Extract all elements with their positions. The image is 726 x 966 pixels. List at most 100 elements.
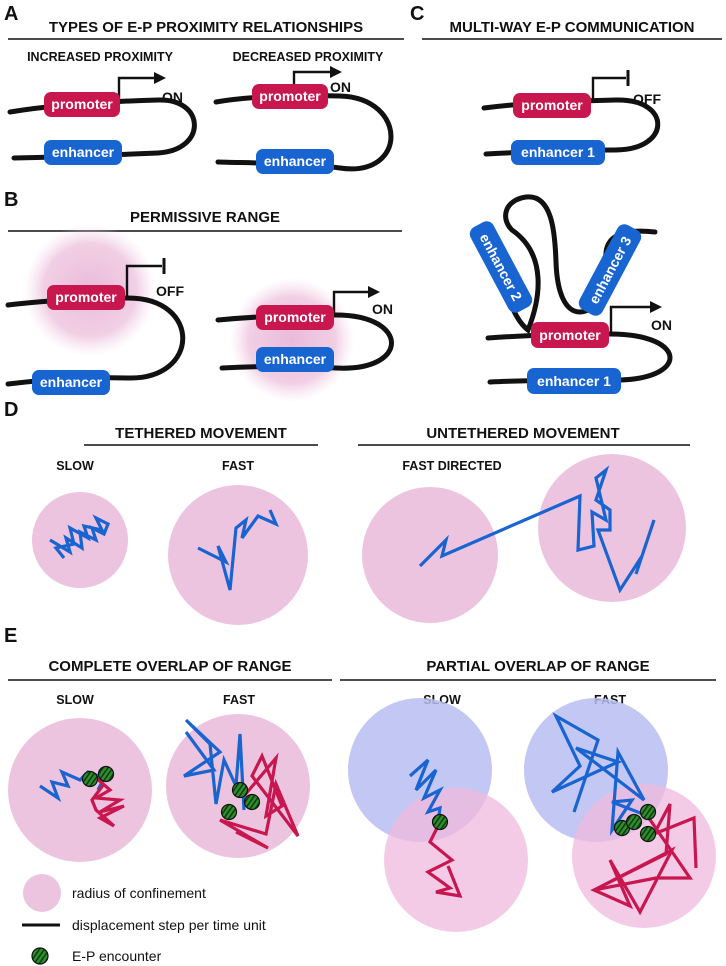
panel-letter-d: D <box>4 399 18 421</box>
legend-range-swatch <box>23 874 61 912</box>
walk-promoter <box>90 774 126 828</box>
tss-arrow <box>125 264 162 298</box>
sub-fast-d: FAST <box>222 459 254 473</box>
enhancer-2-group: enhancer 2 <box>469 221 533 313</box>
state-on: ON <box>372 301 393 317</box>
enhancer-label: enhancer <box>264 351 327 367</box>
dna-loop <box>497 194 658 334</box>
range-partial-slow-promoter <box>384 788 528 932</box>
promoter-label: promoter <box>264 309 326 325</box>
enhancer-3-group: enhancer 3 <box>578 224 642 316</box>
panel-letter-a: A <box>4 3 18 25</box>
range-untethered-end <box>538 454 686 602</box>
promoter-label: promoter <box>55 289 117 305</box>
encounter-marker <box>431 813 449 831</box>
state-on: ON <box>651 317 672 333</box>
walk-promoter <box>590 803 698 916</box>
enhancer-2-box <box>469 221 533 313</box>
header-multiway: MULTI-WAY E-P COMMUNICATION <box>450 19 695 36</box>
enhancer-label: enhancer <box>52 144 115 160</box>
promoter-box <box>44 92 120 117</box>
walk-fast-tethered <box>197 509 280 591</box>
tss-arrow <box>117 76 154 100</box>
enhancer-1-box <box>527 368 621 394</box>
sub-increased: INCREASED PROXIMITY <box>27 50 174 64</box>
state-on: ON <box>330 79 351 95</box>
legend-encounter-swatch <box>31 947 49 965</box>
encounter-marker <box>639 803 657 821</box>
encounter-marker <box>231 781 249 799</box>
walk-promoter <box>424 821 463 899</box>
sub-fast-directed: FAST DIRECTED <box>402 459 501 473</box>
range-complete-slow <box>8 718 152 862</box>
walk-enhancer <box>550 712 652 836</box>
diagram-increased-proximity: ON promoter enhancer <box>7 72 197 165</box>
encounter-marker <box>243 793 261 811</box>
legend: radius of confinement displacement step … <box>22 874 266 965</box>
walk-fast-directed <box>418 465 656 594</box>
state-off: OFF <box>633 91 661 107</box>
tss-arrow <box>332 290 368 315</box>
arrow-head <box>330 66 342 78</box>
promoter-box <box>47 285 125 310</box>
diagram-multiway-on: ON enhancer 2 enhancer 3 promoter enhanc… <box>469 194 673 394</box>
enhancer-1-box <box>511 140 605 165</box>
walk-enhancer <box>408 758 444 823</box>
walk-enhancer <box>183 718 246 811</box>
header-permissive: PERMISSIVE RANGE <box>130 209 280 226</box>
encounter-marker <box>625 813 643 831</box>
diagram-permissive-off: OFF promoter enhancer <box>5 224 186 395</box>
promoter-label: promoter <box>51 96 113 112</box>
enhancer-1-label: enhancer 1 <box>537 373 611 389</box>
diagram-decreased-proximity: ON promoter enhancer <box>213 66 394 174</box>
enhancer-3-box <box>578 224 642 316</box>
panel-letter-b: B <box>4 189 18 211</box>
sub-slow-e1: SLOW <box>56 693 94 707</box>
promoter-box <box>256 305 334 330</box>
header-types: TYPES OF E-P PROXIMITY RELATIONSHIPS <box>49 19 363 36</box>
arrow-head <box>650 301 662 313</box>
diagram-permissive-on: ON promoter enhancer <box>215 278 394 402</box>
sub-fast-e1: FAST <box>223 693 255 707</box>
legend-radius-label: radius of confinement <box>72 885 206 901</box>
encounter-marker <box>220 803 238 821</box>
sub-decreased: DECREASED PROXIMITY <box>233 50 384 64</box>
tss-arrow <box>591 76 626 100</box>
walk-slow-tethered <box>49 514 111 559</box>
encounter-marker <box>639 825 657 843</box>
state-on: ON <box>162 89 183 105</box>
enhancer-label: enhancer <box>40 374 103 390</box>
promoter-box <box>513 93 591 118</box>
enhancer-1-label: enhancer 1 <box>521 144 595 160</box>
header-untethered: UNTETHERED MOVEMENT <box>426 425 619 442</box>
panel-letter-c: C <box>410 3 424 25</box>
range-halo <box>230 278 354 402</box>
enhancer-box <box>32 370 110 395</box>
legend-step-label: displacement step per time unit <box>72 917 266 933</box>
header-tethered: TETHERED MOVEMENT <box>115 425 287 442</box>
diagram-multiway-off: OFF promoter enhancer 1 <box>481 70 661 165</box>
tss-arrow <box>609 305 650 334</box>
arrow-head <box>368 286 380 298</box>
sub-slow-d: SLOW <box>56 459 94 473</box>
promoter-box <box>252 84 328 109</box>
encounter-marker <box>97 765 115 783</box>
state-off: OFF <box>156 283 184 299</box>
promoter-label: promoter <box>521 97 583 113</box>
promoter-label: promoter <box>259 88 321 104</box>
promoter-box <box>531 322 609 348</box>
enhancer-box <box>256 149 334 174</box>
promoter-label: promoter <box>539 327 601 343</box>
enhancer-label: enhancer <box>264 153 327 169</box>
walk-promoter <box>219 752 300 850</box>
panel-letter-e: E <box>4 625 17 647</box>
range-partial-fast-promoter <box>572 784 716 928</box>
legend-encounter-label: E-P encounter <box>72 948 162 964</box>
header-partial: PARTIAL OVERLAP OF RANGE <box>426 658 649 675</box>
encounter-marker <box>81 770 99 788</box>
arrow-head <box>154 72 166 84</box>
enhancer-box <box>44 140 122 165</box>
range-fast-tethered <box>168 485 308 625</box>
enhancer-box <box>256 347 334 372</box>
